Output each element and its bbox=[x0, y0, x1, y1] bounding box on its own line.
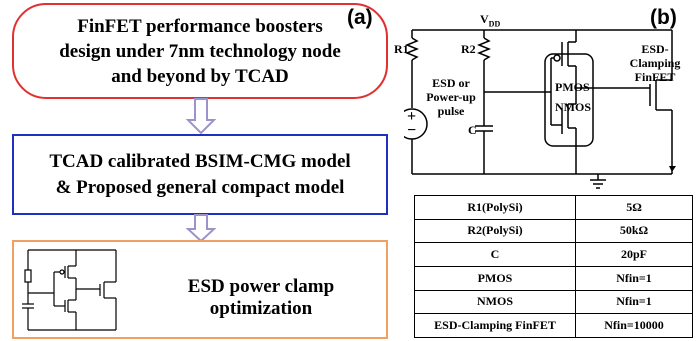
clamp-label: ESD- Clamping FinFET bbox=[629, 42, 681, 84]
table-cell: 20pF bbox=[575, 242, 693, 267]
flow-step-2-box: TCAD calibrated BSIM-CMG model & Propose… bbox=[12, 134, 388, 215]
panel-a: FinFET performance boosters design under… bbox=[12, 3, 388, 339]
table-cell: Nfin=1 bbox=[575, 265, 693, 291]
table-cell: ESD-Clamping FinFET bbox=[414, 313, 576, 338]
nmos-label: NMOS bbox=[555, 100, 591, 114]
table-row: R1(PolySi) 5Ω bbox=[414, 195, 693, 220]
panel-a-label: (a) bbox=[347, 6, 373, 29]
flow-step-3-box: ESD power clamp optimization bbox=[12, 240, 388, 339]
vdd-label: VDD bbox=[480, 12, 501, 29]
capacitor-label: C bbox=[468, 123, 477, 137]
table-row: NMOS Nfin=1 bbox=[414, 289, 693, 315]
flow-step-1-line1: FinFET performance boosters bbox=[77, 15, 323, 37]
table-row: C 20pF bbox=[414, 242, 693, 267]
table-cell: Nfin=10000 bbox=[575, 313, 693, 338]
table-cell: R2(PolySi) bbox=[414, 218, 576, 244]
source-label: ESD or Power-up pulse bbox=[426, 76, 476, 118]
table-cell: 50kΩ bbox=[575, 218, 693, 244]
ground-icon bbox=[669, 166, 676, 172]
table-row: ESD-Clamping FinFET Nfin=10000 bbox=[414, 313, 693, 338]
r1-label: R1 bbox=[394, 42, 409, 56]
flow-step-2-line1: TCAD calibrated BSIM-CMG model bbox=[49, 150, 351, 172]
parameter-table: R1(PolySi) 5Ω R2(PolySi) 50kΩ C 20pF PMO… bbox=[414, 195, 693, 338]
flow-step-2-line2: & Proposed general compact model bbox=[55, 176, 345, 198]
flow-step-3-label: ESD power clamp optimization bbox=[187, 276, 335, 319]
panel-b-label: (b) bbox=[650, 6, 677, 29]
table-cell: C bbox=[414, 242, 576, 267]
table-row: PMOS Nfin=1 bbox=[414, 265, 693, 291]
esd-clamp-circuit bbox=[404, 29, 676, 189]
source-plus-sign: + bbox=[407, 108, 417, 125]
pmos-label: PMOS bbox=[555, 80, 590, 94]
table-cell: PMOS bbox=[414, 265, 576, 291]
table-cell: 5Ω bbox=[575, 195, 693, 220]
flow-step-1-line2: design under 7nm technology node bbox=[59, 40, 341, 62]
down-arrow-icon bbox=[186, 98, 216, 134]
table-cell: NMOS bbox=[414, 289, 576, 315]
flow-step-1-line3: and beyond by TCAD bbox=[111, 65, 289, 87]
table-cell: R1(PolySi) bbox=[414, 195, 576, 220]
table-cell: Nfin=1 bbox=[575, 289, 693, 315]
table-row: R2(PolySi) 50kΩ bbox=[414, 218, 693, 244]
flow-step-1-box: FinFET performance boosters design under… bbox=[12, 3, 388, 99]
down-arrow-icon bbox=[186, 214, 216, 242]
esd-clamp-circuit-icon bbox=[22, 249, 117, 331]
source-minus-sign: − bbox=[407, 122, 417, 139]
r2-label: R2 bbox=[461, 42, 476, 56]
